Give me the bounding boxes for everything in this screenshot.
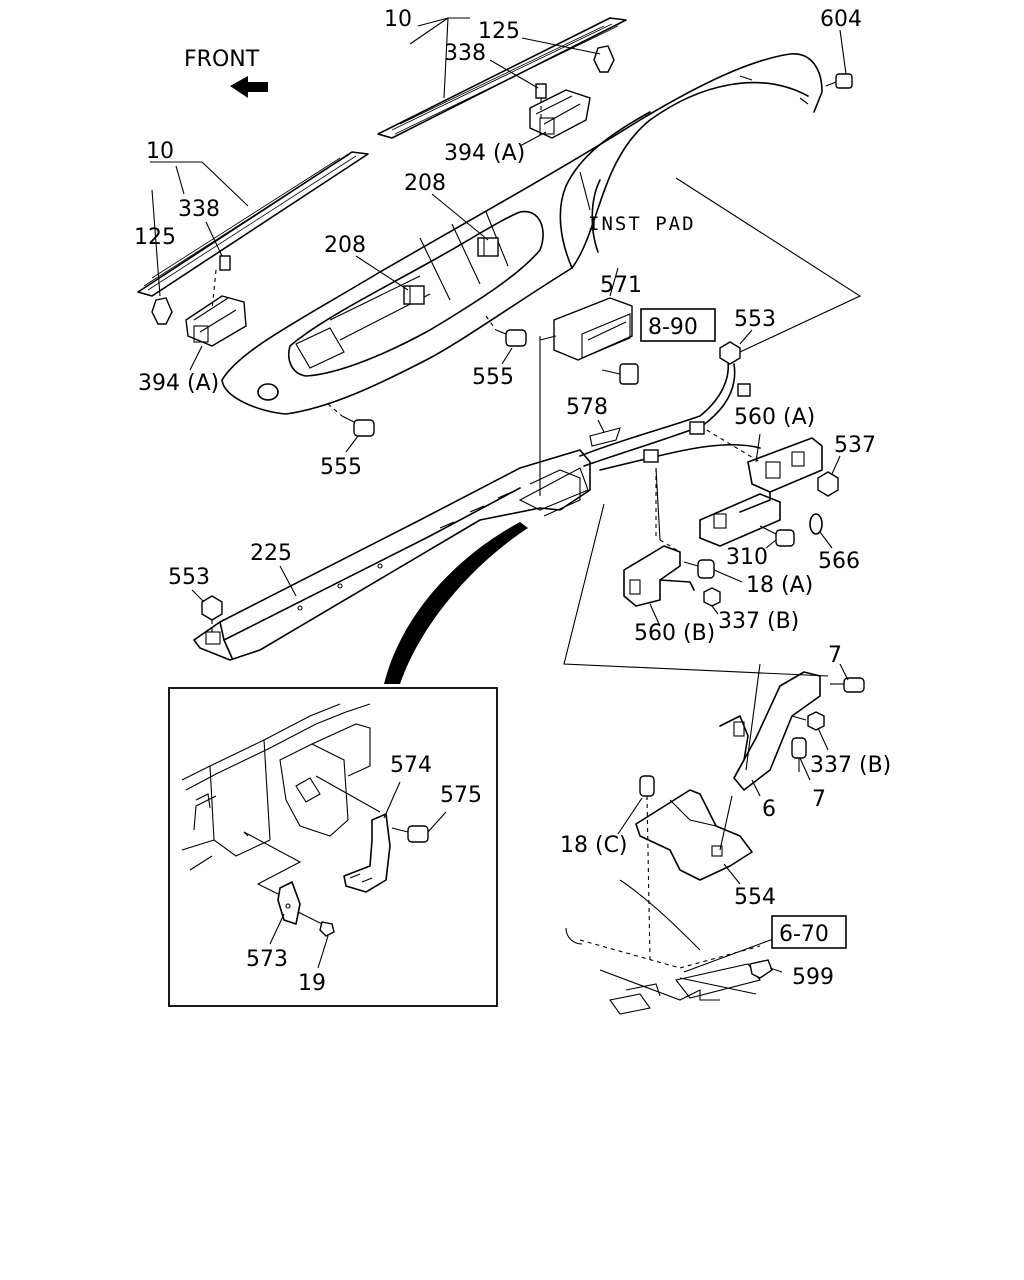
nut-537: [817, 471, 839, 497]
nut-337b-upper: [703, 587, 721, 607]
bracket-6: [719, 671, 821, 791]
reference-box-6-70[interactable]: 6-70: [771, 915, 847, 949]
callout-18c: 18 (C): [560, 833, 628, 858]
clip-208-upper: [477, 237, 499, 257]
reference-6-70-label: 6-70: [779, 922, 829, 947]
callout-19: 19: [298, 971, 326, 996]
callout-125-left: 125: [134, 225, 176, 250]
instrument-pad: [221, 53, 823, 415]
callout-10-left: 10: [146, 139, 174, 164]
washer-566: [809, 513, 823, 535]
callout-560a: 560 (A): [734, 405, 815, 430]
nut-553-upper: [719, 341, 741, 365]
callout-571: 571: [600, 273, 642, 298]
floor-panel: [565, 879, 761, 1015]
front-label: FRONT: [184, 47, 260, 72]
callout-337b-upper: 337 (B): [718, 609, 799, 634]
plate-554: [635, 789, 753, 881]
defroster-grille-left: [137, 151, 369, 297]
bolt-18c: [639, 775, 655, 961]
callout-537: 537: [834, 433, 876, 458]
callout-208-lower: 208: [324, 233, 366, 258]
callout-554: 554: [734, 885, 776, 910]
callout-555-center: 555: [472, 365, 514, 390]
callout-553-upper: 553: [734, 307, 776, 332]
callout-6: 6: [762, 797, 776, 822]
callout-10-top: 10: [384, 7, 412, 32]
bracket-560a: [699, 437, 823, 547]
bolt-7-upper: [830, 677, 865, 693]
callout-555-left: 555: [320, 455, 362, 480]
callout-7-upper: 7: [828, 643, 842, 668]
clip-125-left: [151, 297, 173, 325]
clip-599: [749, 959, 773, 979]
bolt-555-left: [327, 403, 375, 437]
defroster-grille-top: [377, 17, 627, 139]
wire-harness: [579, 361, 761, 471]
callout-604: 604: [820, 7, 862, 32]
callout-599: 599: [792, 965, 834, 990]
callout-310: 310: [726, 545, 768, 570]
clip-125-top: [593, 45, 615, 73]
callout-573: 573: [246, 947, 288, 972]
detail-inset: [168, 687, 498, 1007]
defroster-holder-left: [185, 295, 247, 347]
bolt-310: [759, 525, 795, 547]
screw-338-left: [211, 255, 231, 311]
nut-553-lower: [201, 595, 223, 636]
reference-8-90-label: 8-90: [648, 315, 698, 340]
cross-beam-225: [193, 449, 591, 661]
callout-560b: 560 (B): [634, 621, 715, 646]
callout-575: 575: [440, 783, 482, 808]
bolt-555-center: [485, 315, 527, 347]
callout-578: 578: [566, 395, 608, 420]
callout-338-top: 338: [444, 41, 486, 66]
callout-208-upper: 208: [404, 171, 446, 196]
bolt-18a: [683, 559, 715, 579]
callout-337b-lower: 337 (B): [810, 753, 891, 778]
callout-553-lower: 553: [168, 565, 210, 590]
bracket-560b: [623, 468, 695, 607]
inst-pad-label: INST PAD: [588, 213, 696, 235]
bolt-7-lower: [791, 737, 807, 772]
callout-labels: 10 125 338 394 (A) 604 10 338 125 394 (A…: [134, 7, 891, 996]
module-571: [553, 297, 639, 385]
screw-338-top: [535, 83, 547, 122]
inset-leaders: [269, 781, 447, 969]
callout-225: 225: [250, 541, 292, 566]
callout-394a-left: 394 (A): [138, 371, 219, 396]
screw-604: [825, 73, 853, 89]
inset-connector: [384, 522, 528, 684]
nut-337b-lower: [807, 711, 825, 731]
callout-7-lower: 7: [812, 787, 826, 812]
callout-566: 566: [818, 549, 860, 574]
callout-18a: 18 (A): [746, 573, 813, 598]
leader-lines: [150, 17, 862, 995]
callout-125-top: 125: [478, 19, 520, 44]
callout-574: 574: [390, 753, 432, 778]
callout-338-left: 338: [178, 197, 220, 222]
defroster-holder-top: [529, 89, 591, 139]
clip-208-lower: [403, 285, 425, 305]
callout-394a-top: 394 (A): [444, 141, 525, 166]
arrow-left-icon: [230, 76, 268, 98]
reference-box-8-90[interactable]: 8-90: [640, 308, 716, 342]
